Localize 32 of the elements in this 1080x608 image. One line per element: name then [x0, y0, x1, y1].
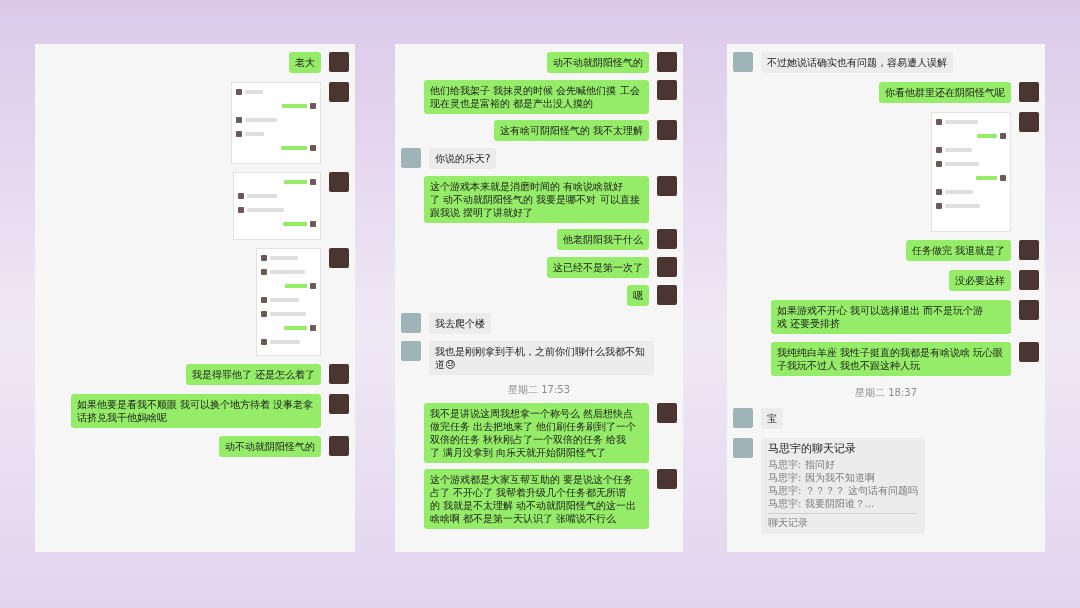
message-bubble: 你说的乐天?	[429, 148, 497, 169]
message-bubble: 任务做完 我退就是了	[905, 240, 1011, 261]
message-bubble: 你看他群里还在阴阳怪气呢	[879, 82, 1011, 103]
message-bubble: 这已经不是第一次了	[547, 257, 649, 278]
card-preview-line: 马思宇: 指问好	[768, 458, 836, 471]
card-preview-line: 马思宇: ？？？？ 这句话有问题吗	[768, 484, 918, 497]
message-bubble: 他老阴阳我干什么	[557, 229, 649, 250]
card-title: 马思宇的聊天记录	[768, 442, 857, 456]
card-preview-line: 马思宇: 我要阴阳谁？...	[768, 497, 876, 510]
message-bubble: 如果他要是看我不顺眼 我可以换个地方待着 没事老拿话挤兑我干他妈啥呢	[71, 394, 321, 428]
message-bubble: 我不是讲说这周我想拿一个称号么 然后想快点做完任务 出去把地来了 他们刷任务刷到了一个双倍的任务 秋秋刚占了一个双倍的任务 给我了 满月没拿到 向乐天就开始阴阳怪气了	[424, 403, 649, 463]
message-bubble: 没必要这样	[949, 270, 1011, 291]
message-bubble: 动不动就阴阳怪气的	[547, 52, 649, 73]
card-preview-line: 马思宇: 因为我不知道啊	[768, 471, 876, 484]
message-bubble: 嗯	[627, 285, 649, 306]
message-bubble: 这个游戏本来就是消磨时间的 有啥说啥就好了 动不动就阴阳怪气的 我要是哪不对 可以直接跟我说 摆明了讲就好了	[424, 176, 649, 223]
message-bubble: 动不动就阴阳怪气的	[219, 436, 321, 457]
message-bubble: 这有啥可阴阳怪气的 我不太理解	[493, 120, 649, 141]
message-bubble: 他们给我架子 我抹灵的时候 会先喊他们摸 工会现在灵也是富裕的 都是产出没人摸的	[424, 80, 649, 114]
card-footer: 聊天记录	[768, 513, 918, 530]
message-bubble: 宝	[761, 408, 783, 429]
timestamp: 星期二 17:53	[508, 383, 570, 397]
message-bubble: 这个游戏都是大家互帮互助的 要是说这个任务占了 不开心了 我帮着升级几个任务都无所谓的 我就是不太理解 动不动就阴阳怪气的这一出啥啥啊 都不是第一天认识了 张嘴说不行么	[424, 469, 649, 529]
message-bubble: 我也是刚刚拿到手机，之前你们聊什么我都不知道😓	[429, 341, 654, 375]
message-bubble: 我纯纯白羊座 我性子挺直的我都是有啥说啥 玩心眼子我玩不过人 我也不跟这种人玩	[771, 342, 1011, 376]
message-bubble: 我是得罪他了 还是怎么着了	[185, 364, 321, 385]
timestamp: 星期二 18:37	[855, 386, 917, 400]
message-bubble: 老大	[289, 52, 321, 73]
chat-record-card	[761, 438, 925, 534]
message-bubble: 我去爬个楼	[429, 313, 491, 334]
message-bubble: 如果游戏不开心 我可以选择退出 而不是玩个游戏 还要受排挤	[771, 300, 1011, 334]
message-bubble: 不过她说话确实也有问题，容易遭人误解	[761, 52, 953, 73]
